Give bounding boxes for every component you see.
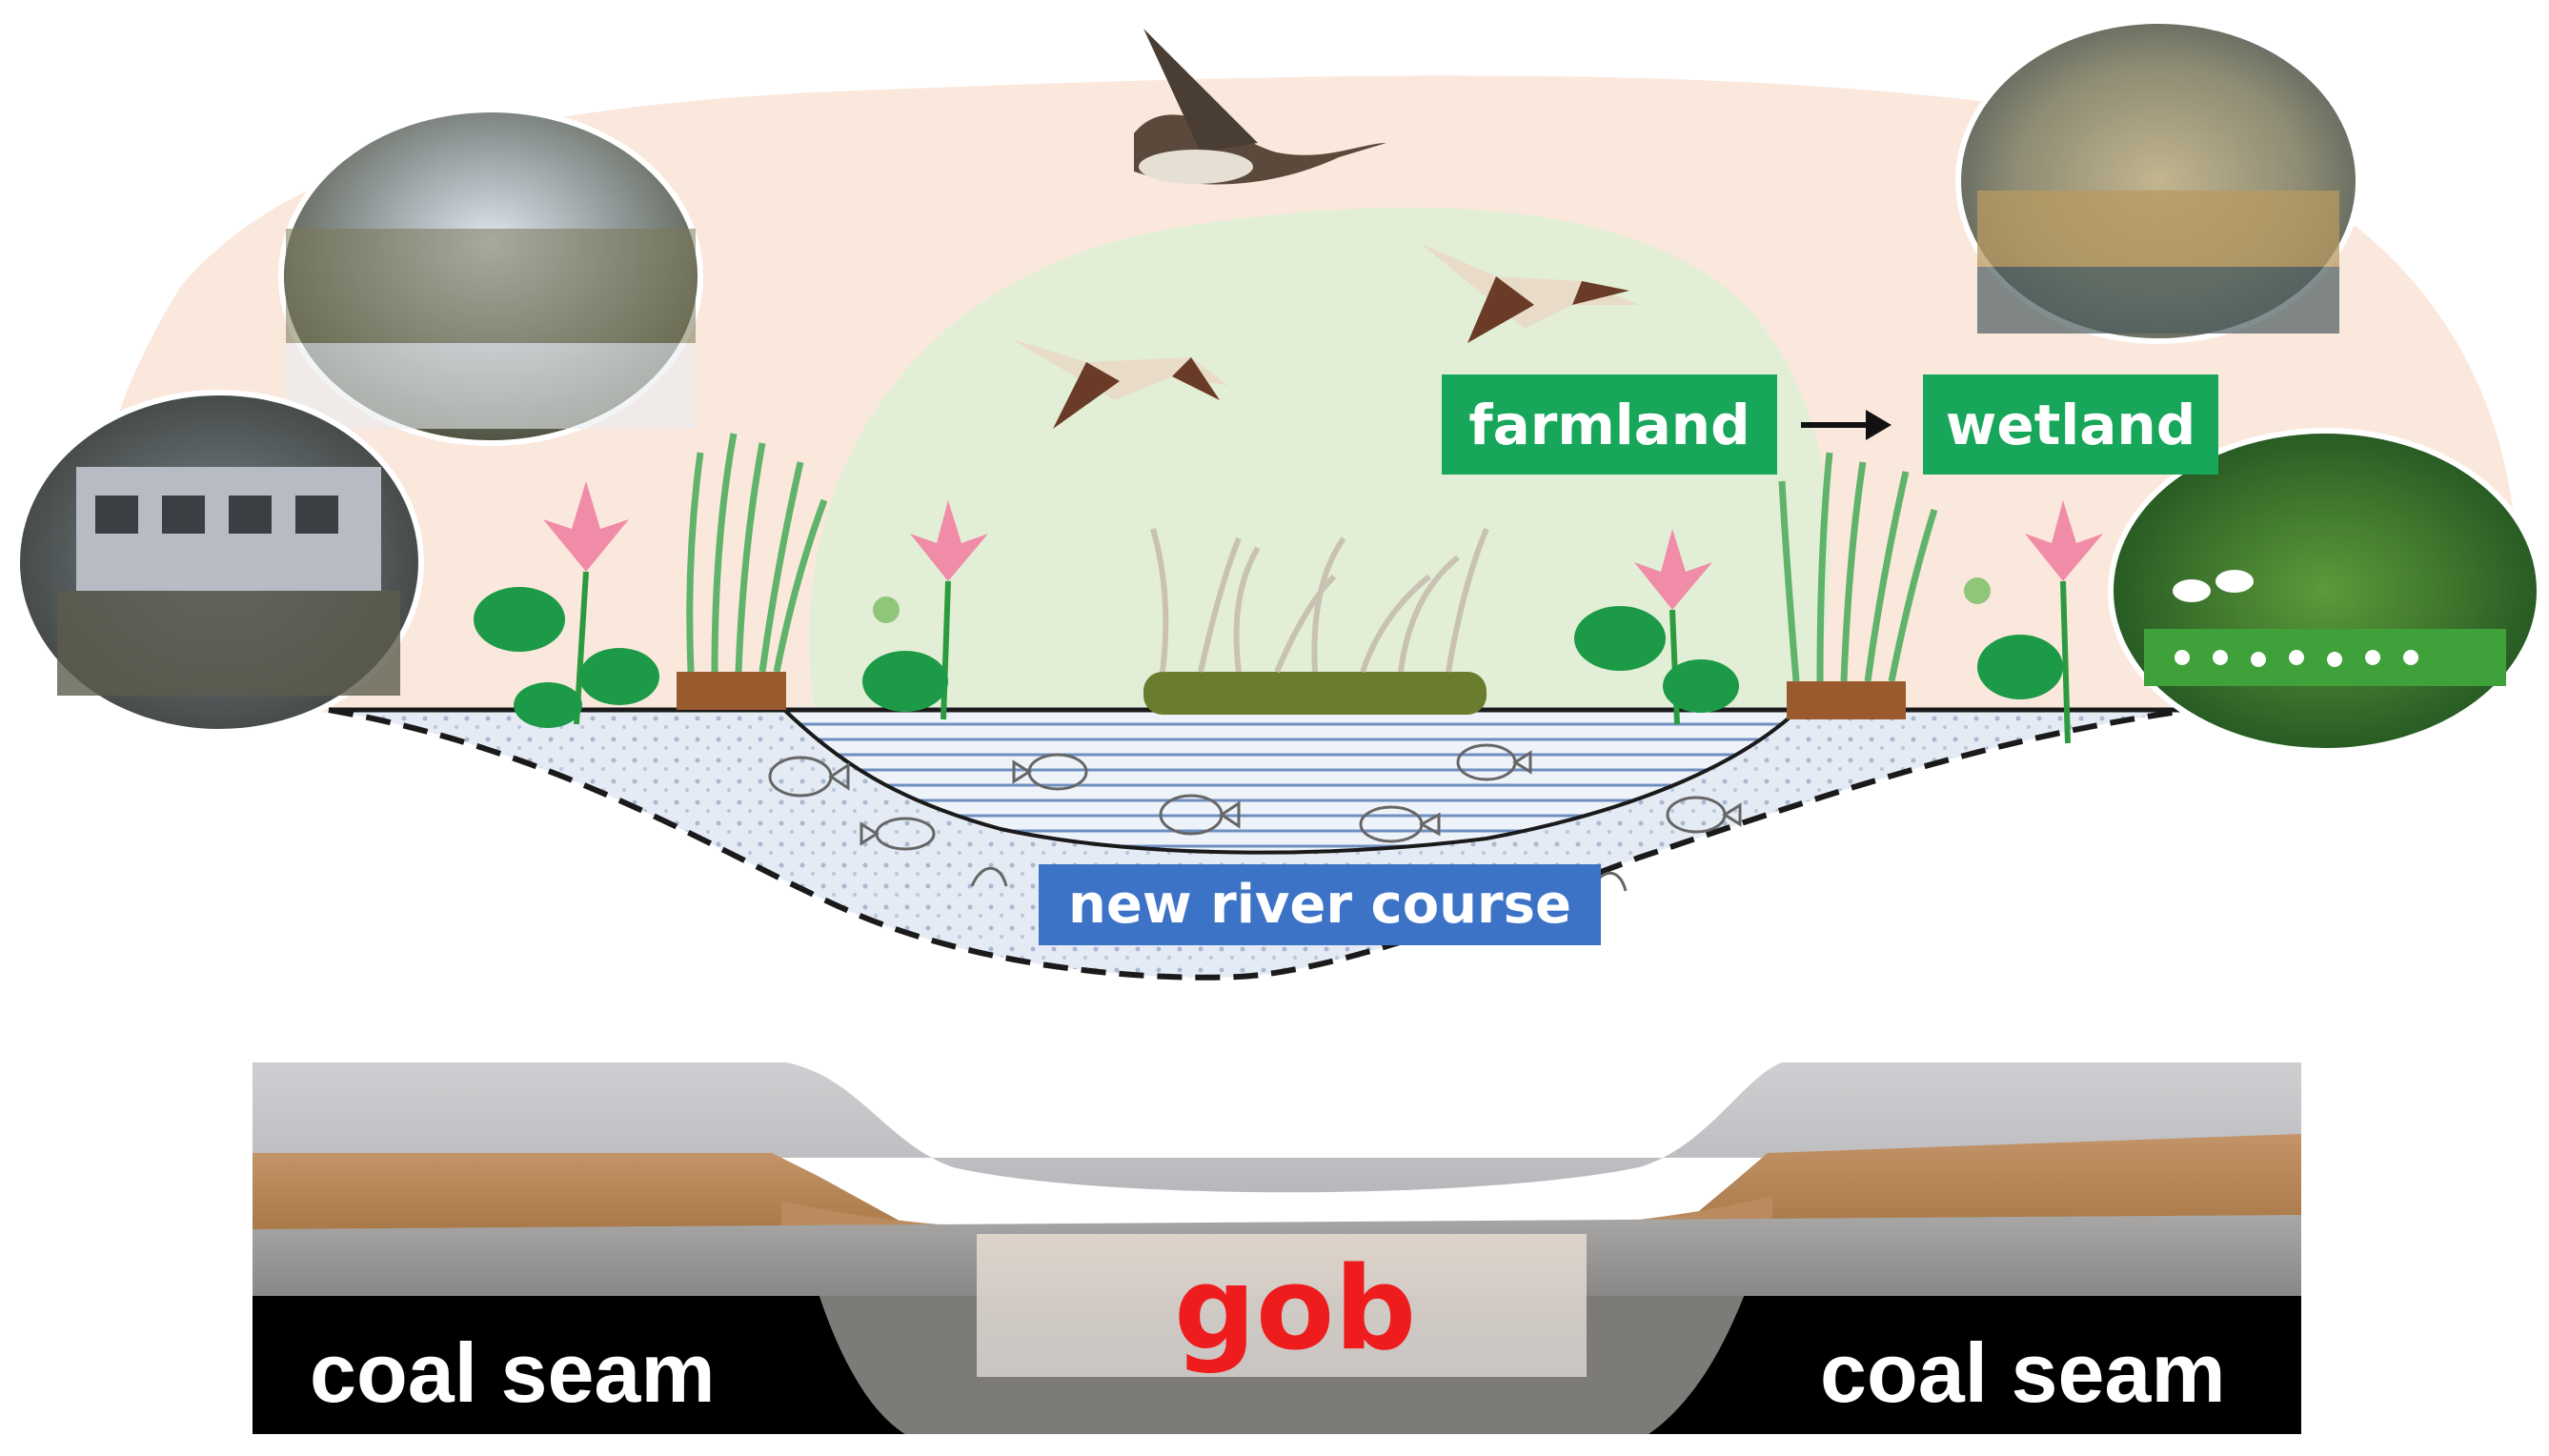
coal-seam-right-label: coal seam: [1820, 1325, 2226, 1422]
photo-abandoned-house: [17, 393, 421, 732]
photo-cranes-wetland: [2111, 431, 2539, 751]
farmland-label: farmland: [1442, 374, 1777, 475]
photo-reed-wetland: [1958, 21, 2358, 341]
gob-label: gob: [1174, 1244, 1416, 1376]
photo-farmland-before: [281, 110, 700, 443]
wetland-label: wetland: [1923, 374, 2218, 475]
new-river-course-label: new river course: [1039, 864, 1601, 945]
coal-seam-left-label: coal seam: [310, 1325, 716, 1422]
